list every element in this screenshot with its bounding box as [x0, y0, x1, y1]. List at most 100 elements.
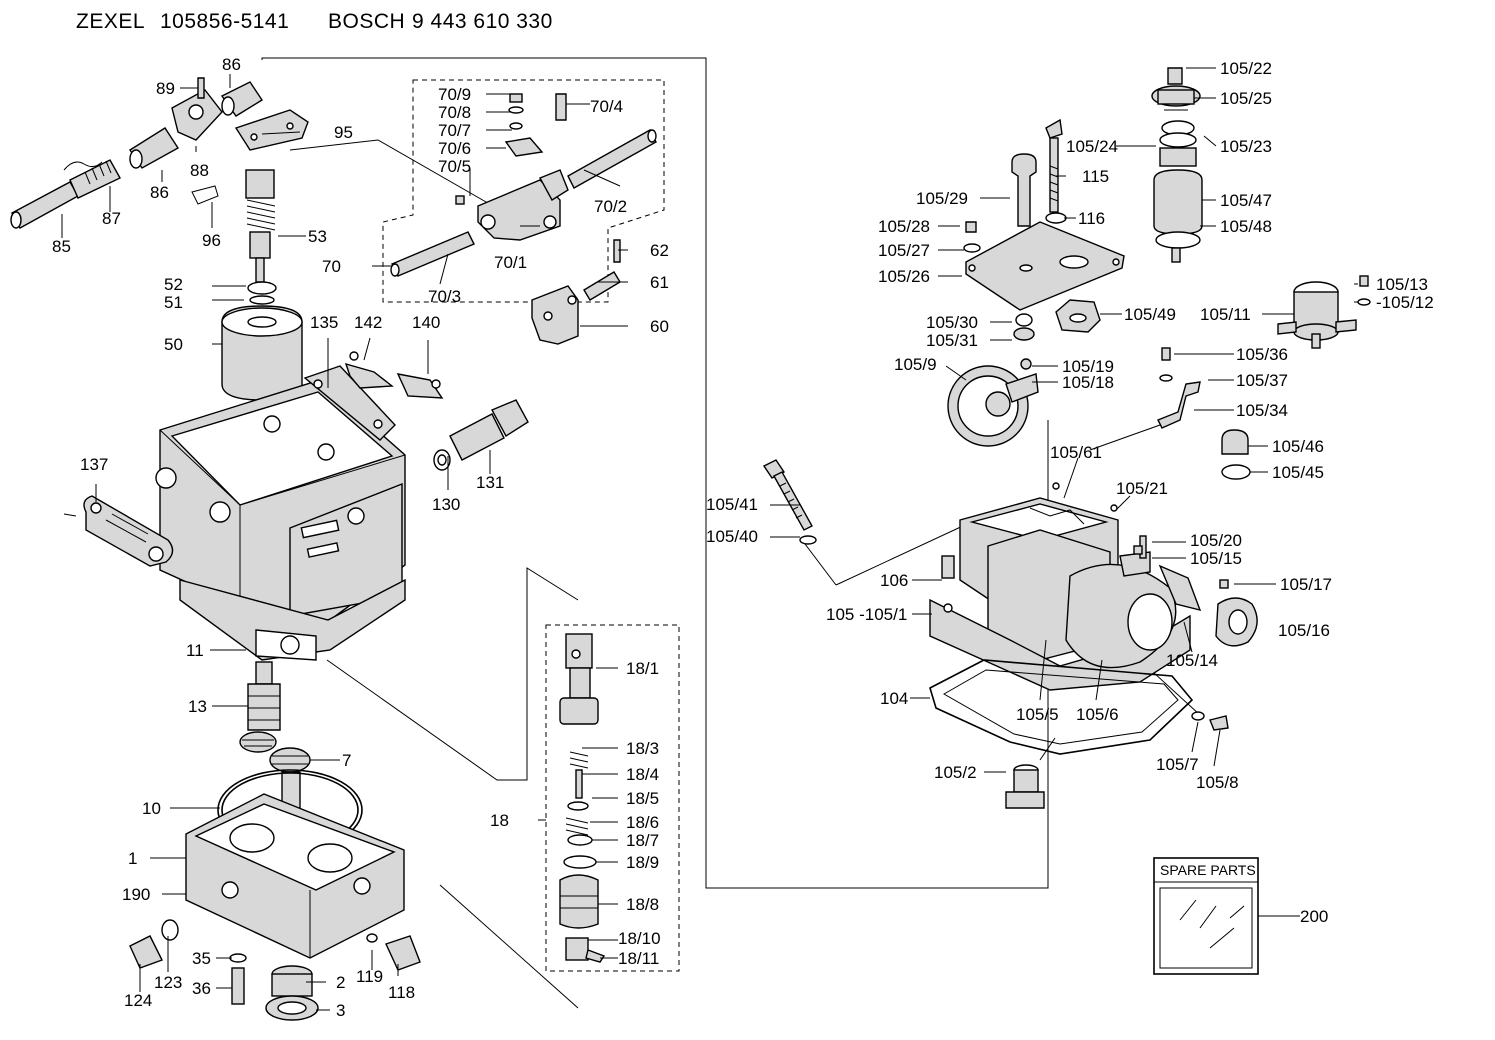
callout-61: 61: [650, 273, 669, 292]
callout-18: 18: [490, 811, 509, 830]
callout-105-19: 105/19: [1062, 357, 1114, 376]
callout-105-2: 105/2: [934, 763, 977, 782]
callout-7: 7: [342, 751, 352, 770]
callout-70-9: 70/9: [438, 85, 472, 104]
callout-118: 118: [388, 983, 416, 1002]
callout-105-45: 105/45: [1272, 463, 1324, 482]
callout-105-27: 105/27: [878, 241, 930, 260]
callout-1: 1: [128, 849, 138, 868]
callout-105-49: 105/49: [1124, 305, 1176, 324]
cover-plate-137: [63, 495, 174, 567]
callout-70-4: 70/4: [590, 97, 624, 116]
callout-70-7: 70/7: [438, 121, 472, 140]
shaft-assembly-70: [390, 93, 657, 277]
callout-105-22: 105/22: [1220, 59, 1272, 78]
callout-13: 13: [188, 697, 207, 716]
header-code-bosch: 9 443 610 330: [412, 10, 553, 33]
callout-18-5: 18/5: [626, 789, 660, 808]
callout-105-48: 105/48: [1220, 217, 1272, 236]
callout-135: 135: [310, 313, 339, 332]
callout-85: 85: [52, 237, 71, 256]
gasket-104: [929, 659, 1194, 755]
lower-body: [129, 661, 421, 1021]
callout-105-41: 105/41: [706, 495, 758, 514]
callout-105-30: 105/30: [926, 313, 978, 332]
callout-105-25: 105/25: [1220, 89, 1272, 108]
callout-36: 36: [192, 979, 211, 998]
callout-62: 62: [650, 241, 669, 260]
callout-18-1: 18/1: [626, 659, 660, 678]
callout-105-17: 105/17: [1280, 575, 1332, 594]
bracket-105-34: [1157, 347, 1201, 429]
callout-105-16: 105/16: [1278, 621, 1330, 640]
callout-11: 11: [186, 641, 204, 660]
header-code-zexel: 105856-5141: [160, 10, 290, 33]
callout-105-11: 105/11: [1200, 305, 1251, 324]
header-brand-zexel: ZEXEL: [76, 10, 146, 33]
callout-18-7: 18/7: [626, 831, 660, 850]
callout-105-46: 105/46: [1272, 437, 1324, 456]
valve-assembly-18: [559, 633, 606, 963]
callout-105-40: 105/40: [706, 527, 758, 546]
callout-123: 123: [154, 973, 183, 992]
callout-105-18: 105/18: [1062, 373, 1114, 392]
callout-104: 104: [880, 689, 909, 708]
group-box-18: [545, 624, 680, 972]
callout-140: 140: [412, 313, 441, 332]
callout-105-34: 105/34: [1236, 401, 1288, 420]
spare-parts-box: [1153, 857, 1300, 975]
callout-105-36: 105/36: [1236, 345, 1288, 364]
callout-105-6: 105/6: [1076, 705, 1119, 724]
callout-18-11: 18/11: [618, 949, 660, 968]
callout-18-9: 18/9: [626, 853, 660, 872]
callout-60: 60: [650, 317, 669, 336]
plug-131: [433, 399, 529, 471]
callout-51: 51: [164, 293, 183, 312]
callout-105-31: 105/31: [926, 331, 978, 350]
screw-105-41: [762, 459, 817, 545]
callout-119: 119: [356, 967, 384, 986]
fork-60: [531, 239, 621, 345]
part-105-11: [1277, 275, 1371, 349]
callout-200: 200: [1300, 907, 1329, 926]
plunger-spring-53: [221, 169, 303, 401]
callout-116: 116: [1078, 209, 1106, 228]
callout-89: 89: [156, 79, 175, 98]
callout-95: 95: [334, 123, 353, 142]
callout-105-29: 105/29: [916, 189, 968, 208]
nut-105-49: [1013, 299, 1101, 341]
callout-86b: 86: [150, 183, 169, 202]
callout-88: 88: [190, 161, 209, 180]
callout-190: 190: [122, 885, 151, 904]
leader-lines: [61, 67, 1358, 1011]
callout-18-8: 18/8: [626, 895, 660, 914]
callout-86a: 86: [222, 55, 241, 74]
callout-53: 53: [308, 227, 327, 246]
callout-105-37: 105/37: [1236, 371, 1288, 390]
callout-106: 106: [880, 571, 909, 590]
callout-105-12: -105/12: [1376, 293, 1434, 312]
callout-70-2: 70/2: [594, 197, 628, 216]
callout-105-9: 105/9: [894, 355, 937, 374]
cap-105-46: [1221, 429, 1251, 480]
linkage-85-89: [10, 77, 309, 229]
callout-105-26: 105/26: [878, 267, 930, 286]
callout-105-15: 105/15: [1190, 549, 1242, 568]
gear-105-9: [947, 358, 1039, 447]
callout-131: 131: [476, 473, 505, 492]
callout-18-3: 18/3: [626, 739, 660, 758]
callout-105-23: 105/23: [1220, 137, 1272, 156]
callout-18-6: 18/6: [626, 813, 660, 832]
spare-parts-title: SPARE PARTS: [1160, 862, 1256, 878]
callout-18-4: 18/4: [626, 765, 660, 784]
callout-105-14: 105/14: [1166, 651, 1218, 670]
callout-70-6: 70/6: [438, 139, 472, 158]
callout-124: 124: [124, 991, 153, 1010]
callout-130: 130: [432, 495, 461, 514]
callout-115: 115: [1082, 167, 1110, 186]
group-box-70: [382, 79, 665, 303]
callout-105-28: 105/28: [878, 217, 930, 236]
callout-96: 96: [202, 231, 221, 250]
callout-3: 3: [336, 1001, 346, 1020]
